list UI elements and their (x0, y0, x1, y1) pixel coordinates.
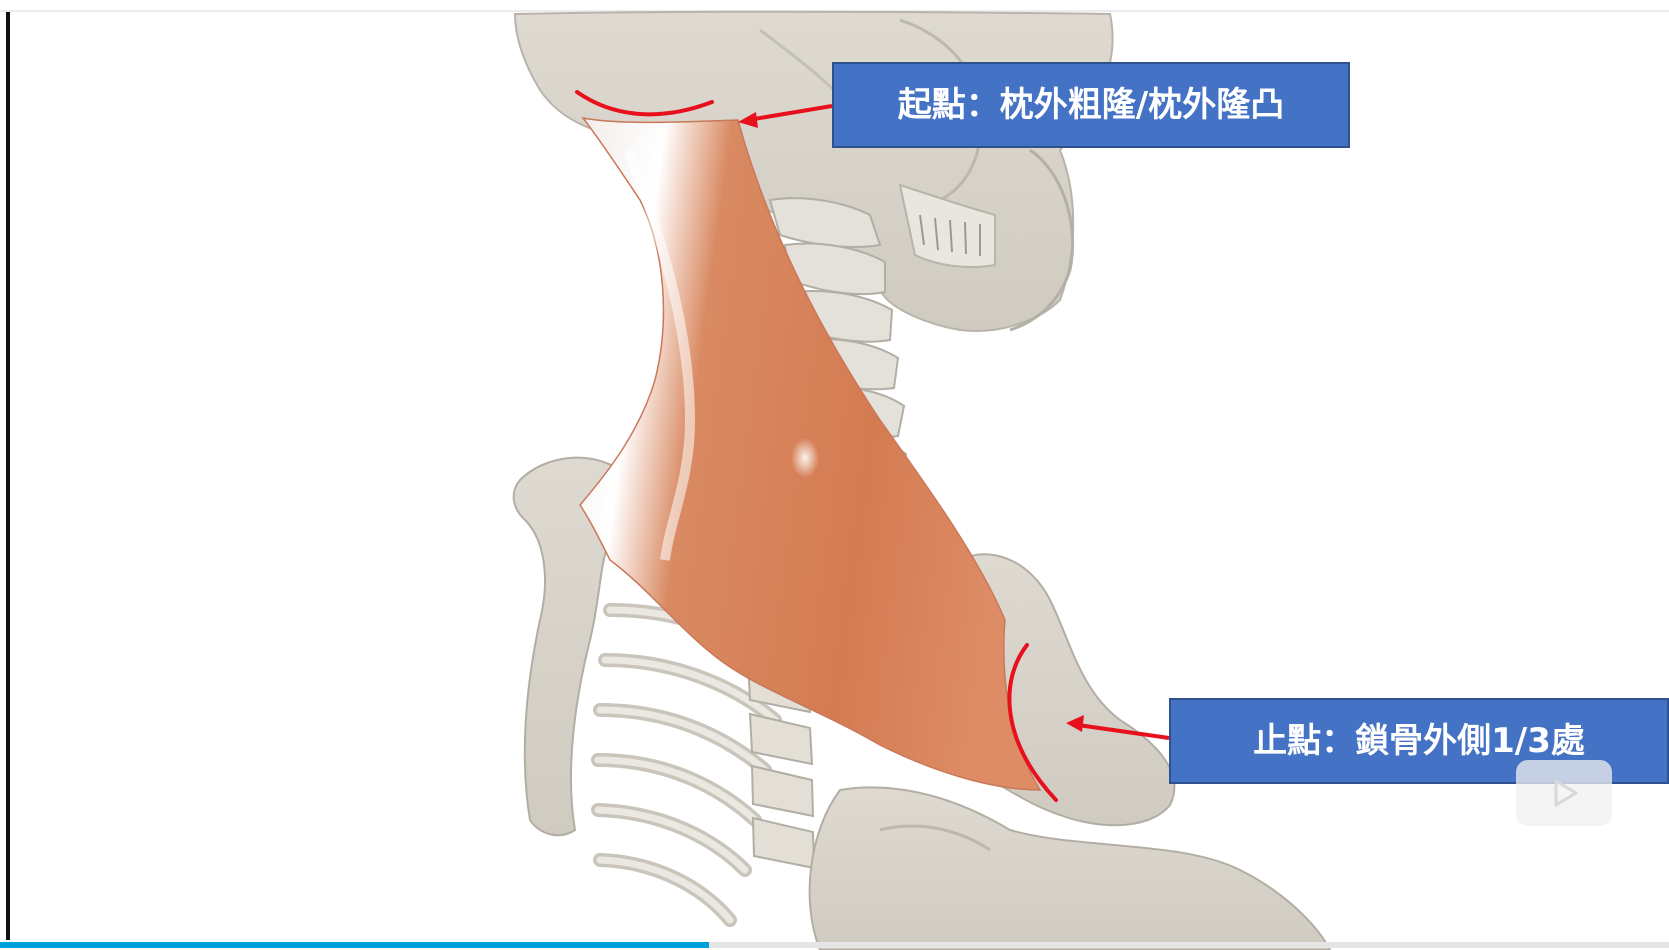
play-icon[interactable] (1516, 760, 1612, 826)
origin-callout: 起點：枕外粗隆/枕外隆凸 (832, 62, 1350, 148)
video-progress-bar[interactable] (0, 942, 1669, 948)
insertion-marker-arc (1007, 643, 1058, 802)
origin-marker-arc (575, 90, 714, 117)
origin-arrow (738, 104, 833, 128)
video-progress-fill (0, 942, 710, 948)
play-glyph-icon (1554, 779, 1578, 807)
trapezius-muscle (579, 116, 1042, 791)
insertion-arrow (1066, 715, 1170, 740)
left-border (6, 12, 10, 940)
